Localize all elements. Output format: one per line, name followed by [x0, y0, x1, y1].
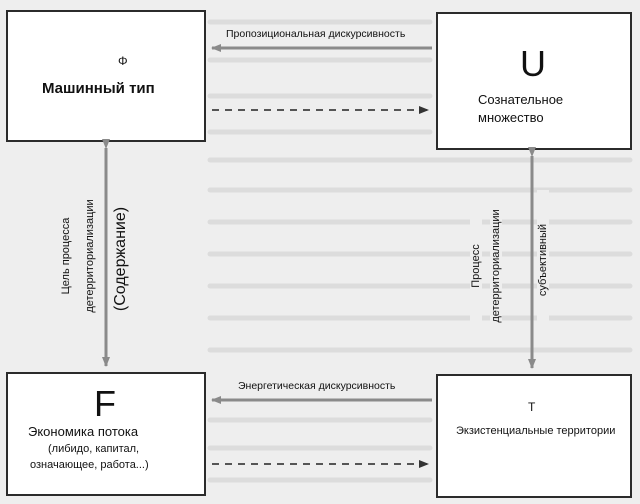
node-machinic-phylum	[6, 10, 206, 142]
left-label-line3: (Содержание)	[112, 189, 130, 329]
f-label-line3: означающее, работа...)	[30, 459, 149, 471]
node-universes	[436, 12, 632, 150]
phi-label: Машинный тип	[42, 80, 155, 97]
u-label-line2: множество	[478, 110, 544, 125]
left-label-line2: детерриториализации	[84, 186, 96, 326]
t-label: Экзистенциальные территории	[456, 425, 616, 437]
t-symbol: T	[528, 400, 536, 414]
node-territories	[436, 374, 632, 498]
f-label-line2: (либидо, капитал,	[48, 443, 140, 455]
edge-label-bottom: Энергетическая дискурсивность	[236, 380, 398, 392]
node-flows	[6, 372, 206, 496]
edge-label-top: Пропозициональная дискурсивность	[224, 28, 408, 40]
left-label-line1: Цель процесса	[60, 186, 72, 326]
right-label-line3: субъективный	[537, 190, 549, 330]
right-label-line2: детерриториализации	[490, 196, 502, 336]
u-symbol: U	[520, 43, 546, 84]
f-symbol: F	[94, 383, 116, 424]
f-label-line1: Экономика потока	[28, 424, 139, 439]
right-label-line1: Процесс	[470, 196, 482, 336]
phi-symbol: Φ	[118, 54, 128, 68]
u-label-line1: Сознательное	[478, 92, 564, 107]
